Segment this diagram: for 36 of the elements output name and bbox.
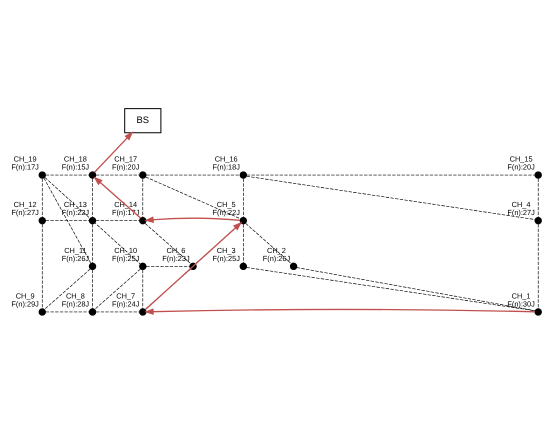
node-label: CH_3 — [216, 246, 236, 255]
node-label: F(n):22J — [212, 208, 240, 218]
node-label: F(n):27J — [11, 208, 39, 218]
node-label: F(n):20J — [112, 162, 140, 172]
node-label: CH_11 — [64, 246, 87, 255]
node-label: CH_13 — [64, 200, 87, 210]
node-label: CH_9 — [16, 291, 35, 300]
node-label: F(n):17J — [11, 162, 39, 172]
node-label: CH_2 — [267, 246, 286, 255]
node-label: F(n):24J — [112, 299, 140, 308]
node-label: CH_16 — [214, 154, 238, 164]
node-label: F(n):15J — [62, 162, 90, 172]
node-label: CH_5 — [216, 200, 236, 210]
node-label: CH_10 — [114, 246, 138, 255]
node-label: CH_6 — [166, 246, 186, 255]
node-label: F(n):28J — [62, 299, 90, 308]
node-label: CH_15 — [510, 154, 533, 164]
node-label: CH_7 — [116, 291, 136, 300]
node-label: CH_17 — [114, 154, 138, 164]
node-label: F(n):22J — [62, 208, 90, 218]
node-label: CH_12 — [14, 200, 37, 210]
node-label: F(n):25J — [212, 254, 240, 263]
node-label: F(n):23J — [162, 254, 190, 263]
node-label: F(n):29J — [11, 299, 39, 308]
node-label: CH_19 — [14, 154, 37, 164]
node-label: CH_8 — [66, 291, 85, 300]
node-label: F(n):26J — [62, 254, 90, 263]
node-label: F(n):18J — [212, 162, 240, 172]
node-label: CH_18 — [64, 154, 87, 164]
node-label: F(n):25J — [112, 254, 140, 263]
node-label: F(n):26J — [262, 254, 290, 263]
node-label: F(n):30J — [507, 299, 535, 308]
node-label: F(n):27J — [507, 208, 535, 218]
node-label: CH_4 — [512, 200, 531, 210]
node-label: CH_1 — [512, 291, 531, 300]
node-label: F(n):20J — [507, 162, 535, 172]
